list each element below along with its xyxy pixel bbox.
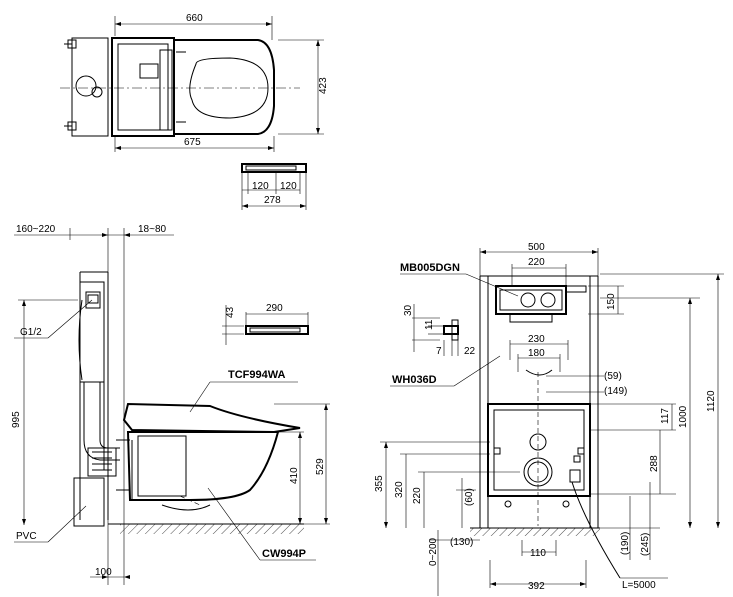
dim-bracket-22: 22 xyxy=(464,346,476,357)
dim-remote-height: 43 xyxy=(225,306,236,318)
dim-w180: 180 xyxy=(528,348,545,359)
label-cable-length: L=5000 xyxy=(622,580,656,591)
dim-h320: 320 xyxy=(394,481,405,498)
label-seat-model: TCF994WA xyxy=(228,369,286,381)
dim-bracket-30: 30 xyxy=(403,304,414,316)
dim-base-width: 100 xyxy=(95,567,112,578)
label-bowl-model: CW994P xyxy=(262,548,306,560)
dim-d59: (59) xyxy=(604,371,622,382)
label-pipe: PVC xyxy=(16,531,37,542)
dim-remote-width: 290 xyxy=(266,303,283,314)
side-view: 160~220 18~80 995 G1/2 xyxy=(11,224,330,585)
dim-h355: 355 xyxy=(374,475,385,492)
top-view: 660 423 675 xyxy=(60,13,329,210)
dim-remote-total: 278 xyxy=(264,195,281,206)
dim-wall-gap: 160~220 xyxy=(16,224,56,235)
label-thread: G1/2 xyxy=(20,327,42,338)
dim-top-depth: 423 xyxy=(318,77,329,94)
dim-w110: 110 xyxy=(530,548,546,559)
dim-side-height: 995 xyxy=(11,411,22,428)
dim-h1120: 1120 xyxy=(706,390,717,412)
dim-seat-height: 529 xyxy=(315,458,326,475)
dim-w392: 392 xyxy=(528,581,545,592)
dim-h117: 117 xyxy=(660,408,671,424)
dim-h288: 288 xyxy=(649,455,660,472)
dim-top-width: 660 xyxy=(186,13,203,24)
label-panel-model: MB005DGN xyxy=(400,262,460,274)
dim-h190: (190) xyxy=(620,532,631,555)
dim-w230: 230 xyxy=(528,334,545,345)
dim-h245: (245) xyxy=(640,533,651,556)
dim-remote-a: 120 xyxy=(252,181,269,192)
dim-h130: (130) xyxy=(450,537,473,548)
dim-bowl-height: 410 xyxy=(289,467,300,484)
dim-bracket-7: 7 xyxy=(436,346,442,357)
dim-panel-width: 220 xyxy=(528,257,545,268)
dim-remote-b: 120 xyxy=(280,181,297,192)
dim-h220: 220 xyxy=(412,487,423,504)
label-frame-model: WH036D xyxy=(392,374,437,386)
dim-bracket-11: 11 xyxy=(424,319,435,330)
front-view: 500 220 150 MB005DGN 30 11 7 22 xyxy=(374,242,724,596)
dim-h1000: 1000 xyxy=(678,405,689,428)
dim-d149: (149) xyxy=(604,386,627,397)
dim-panel-height: 150 xyxy=(606,293,617,310)
dim-frame-width: 500 xyxy=(528,242,545,253)
dim-h60: (60) xyxy=(464,488,475,506)
dim-frame-gap: 18~80 xyxy=(138,224,167,235)
dim-top-width-bottom: 675 xyxy=(184,137,201,148)
dim-h0-200: 0~200 xyxy=(428,537,439,566)
